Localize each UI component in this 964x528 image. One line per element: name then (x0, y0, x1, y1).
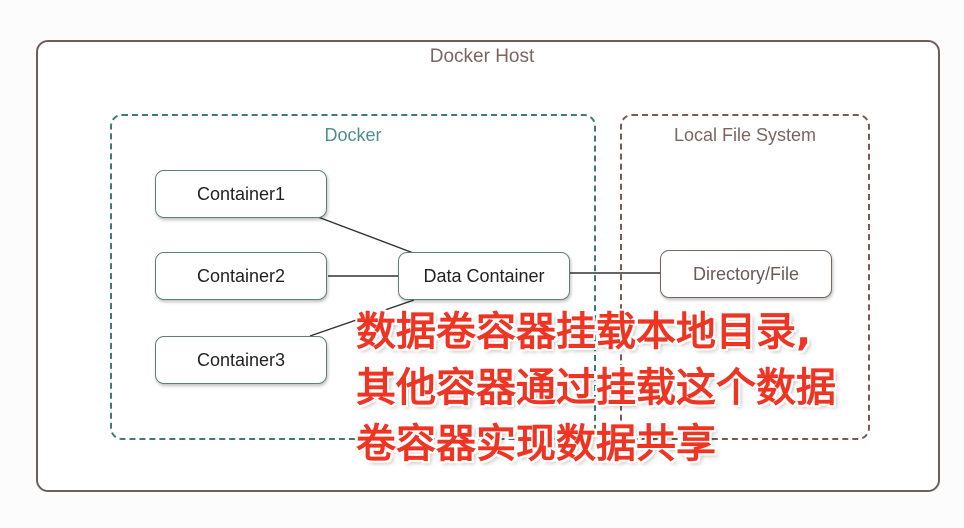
local-file-system-label: Local File System (673, 125, 817, 145)
caption-line-1: 数据卷容器挂载本地目录, (356, 309, 812, 355)
local-file-system-region (620, 114, 870, 440)
edge-container1-data (309, 213, 417, 255)
caption-line-3: 卷容器实现数据共享 (356, 421, 716, 467)
node-container1: Container1 (155, 170, 327, 218)
node-data-container: Data Container (398, 252, 570, 300)
edge-container3-data (309, 299, 415, 337)
node-container3: Container3 (155, 336, 327, 384)
caption-overlay: 数据卷容器挂载本地目录, 其他容器通过挂载这个数据 卷容器实现数据共享 (356, 304, 836, 472)
node-directory-file: Directory/File (660, 250, 832, 298)
node-container2: Container2 (155, 252, 327, 300)
docker-region-label: Docker (324, 125, 382, 145)
docker-host-title: Docker Host (429, 46, 535, 67)
caption-line-2: 其他容器通过挂载这个数据 (356, 365, 836, 411)
docker-region (110, 114, 596, 440)
